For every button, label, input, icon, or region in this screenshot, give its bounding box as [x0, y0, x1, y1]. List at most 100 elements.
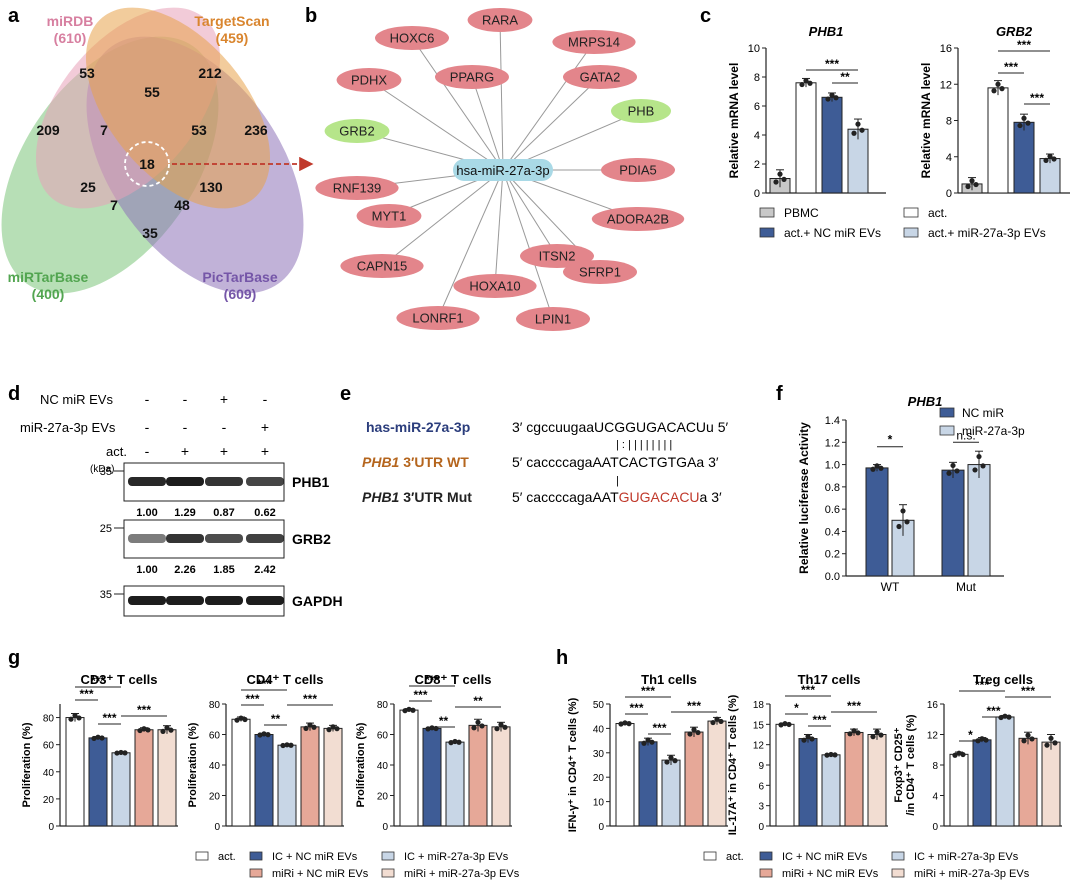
- data-point: [410, 707, 416, 713]
- blot-band: [246, 477, 284, 486]
- network-node: [516, 307, 590, 331]
- y-tick-label: 0: [758, 822, 764, 833]
- y-tick-label: 1.2: [825, 437, 840, 449]
- network-edge: [502, 41, 595, 171]
- data-point: [618, 721, 624, 727]
- significance-label: **: [473, 694, 483, 708]
- network-node-label: ADORA2B: [607, 212, 669, 227]
- significance-label: ***: [825, 57, 839, 71]
- panel-label-f: f: [776, 383, 783, 405]
- y-tick-label: 60: [209, 731, 221, 742]
- y-axis-label: Relative luciferase Activity: [797, 422, 811, 574]
- legend-swatch: [939, 425, 955, 436]
- data-point: [622, 720, 628, 726]
- data-point: [1002, 713, 1008, 719]
- bar: [821, 754, 841, 827]
- band-quant: 1.29: [174, 507, 195, 519]
- y-tick-label: 0: [214, 822, 220, 833]
- treatment-sign: -: [145, 419, 150, 435]
- significance-label: ***: [303, 692, 317, 706]
- significance-label: ***: [801, 683, 815, 697]
- network-node-label: GRB2: [339, 124, 374, 139]
- y-tick-label: 1.0: [825, 460, 840, 472]
- data-point: [874, 463, 880, 469]
- significance-label: ***: [413, 688, 427, 702]
- bar: [422, 727, 442, 827]
- data-point: [999, 86, 1005, 92]
- data-point: [307, 722, 313, 728]
- data-point: [851, 728, 857, 734]
- panel-f-legend: NC miR miR-27a-3p: [939, 406, 1025, 438]
- network-node-label: PPARG: [450, 70, 495, 85]
- network-node: [315, 176, 399, 200]
- bar: [775, 723, 795, 827]
- data-point: [983, 737, 989, 743]
- data-point: [878, 732, 884, 738]
- significance-label: **: [439, 714, 449, 728]
- treatment-sign: -: [222, 419, 227, 435]
- venn-set-targetscan: [85, 7, 271, 209]
- significance-label: ***: [102, 711, 116, 725]
- data-point: [238, 715, 244, 721]
- significance-label: ***: [687, 699, 701, 713]
- bar: [491, 726, 511, 827]
- bar: [684, 731, 704, 827]
- data-point: [284, 742, 290, 748]
- venn-set-name: miRTarBase: [8, 269, 89, 285]
- y-tick-label: 80: [377, 700, 389, 711]
- data-point: [874, 729, 880, 735]
- y-tick-label: 12: [753, 741, 765, 752]
- y-tick-label: 12: [940, 79, 952, 91]
- treatment-label: act.: [106, 444, 127, 459]
- bar: [949, 753, 969, 827]
- significance-label: ***: [425, 673, 439, 687]
- panel-h-legend: act. IC + NC miR EVs IC + miR-27a-3p EVs…: [703, 851, 1030, 880]
- y-tick-label: 50: [593, 700, 605, 711]
- data-point: [145, 727, 151, 733]
- network-node-label: SFRP1: [579, 265, 621, 280]
- data-point: [870, 734, 876, 740]
- treatment-sign: -: [183, 419, 188, 435]
- significance-label: *: [794, 701, 799, 715]
- significance-label: ***: [1030, 91, 1044, 105]
- network-edge: [502, 169, 558, 257]
- venn-set-count: (459): [216, 30, 249, 46]
- bar: [865, 467, 889, 577]
- network-node-label: CAPN15: [357, 259, 408, 274]
- y-tick-label: 40: [593, 724, 605, 735]
- blot-band: [246, 534, 284, 543]
- band-quant: 0.87: [213, 507, 234, 519]
- blot-band: [205, 477, 243, 486]
- mut-label: PHB1 3′UTR Mut: [362, 489, 472, 505]
- blot-band: [246, 596, 284, 605]
- significance-label: ***: [652, 721, 666, 735]
- venn-region-label: 212: [198, 65, 222, 81]
- network-edge: [494, 169, 504, 287]
- data-point: [833, 95, 839, 101]
- data-point: [965, 183, 971, 190]
- band-quant: 1.00: [136, 507, 157, 519]
- data-point: [998, 714, 1004, 721]
- panel-label-d: d: [8, 383, 20, 405]
- network-node: [611, 99, 671, 123]
- band-quant: 1.00: [136, 564, 157, 576]
- venn-set-name: TargetScan: [194, 13, 269, 29]
- network-node: [324, 119, 390, 143]
- y-tick-label: 4: [946, 152, 952, 164]
- data-point: [1043, 157, 1049, 163]
- y-tick-label: 0.8: [825, 482, 840, 494]
- legend-swatch: [759, 227, 775, 238]
- band-quant: 2.26: [174, 564, 195, 576]
- blot-band: [166, 534, 204, 543]
- data-point: [261, 731, 267, 737]
- data-point: [1025, 120, 1031, 126]
- network-edge: [471, 76, 504, 171]
- bar: [972, 739, 992, 827]
- treatment-sign: -: [183, 391, 188, 407]
- data-point: [778, 722, 784, 728]
- network-node-label: LPIN1: [535, 312, 571, 327]
- venn-set-count: (400): [32, 286, 65, 302]
- y-tick-label: 20: [43, 795, 55, 806]
